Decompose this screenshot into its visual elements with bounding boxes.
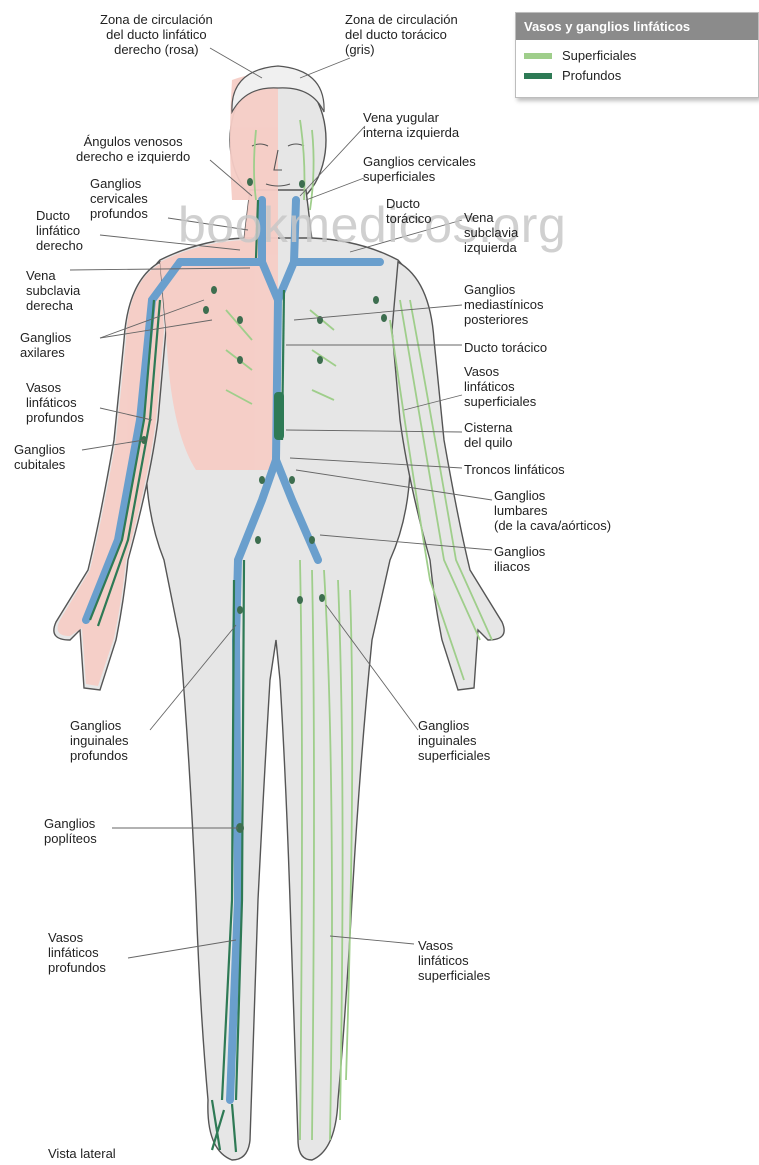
cisterna-chyli — [274, 392, 284, 440]
label-vasos-sup-pierna: Vasos linfáticos superficiales — [418, 938, 490, 983]
label-angulos-venosos: Ángulos venosos derecho e izquierdo — [76, 134, 190, 164]
legend: Vasos y ganglios linfáticos Superficiale… — [515, 12, 759, 98]
legend-item-superficial: Superficiales — [516, 46, 758, 66]
label-ducto-linfatico-derecho: Ducto linfático derecho — [36, 208, 83, 253]
label-zona-derecho: Zona de circulación del ducto linfático … — [100, 12, 213, 57]
label-ganglios-iliacos: Ganglios iliacos — [494, 544, 545, 574]
label-ganglios-axilares: Ganglios axilares — [20, 330, 71, 360]
legend-title: Vasos y ganglios linfáticos — [516, 13, 758, 40]
label-popliteos: Ganglios poplíteos — [44, 816, 97, 846]
label-cisterna: Cisterna del quilo — [464, 420, 512, 450]
label-ducto-toracico: Ducto torácico — [464, 340, 547, 355]
label-ganglios-cervicales-profundos: Ganglios cervicales profundos — [90, 176, 148, 221]
legend-label: Profundos — [562, 68, 621, 83]
label-vasos-profundos-brazo: Vasos linfáticos profundos — [26, 380, 84, 425]
legend-label: Superficiales — [562, 48, 636, 63]
label-vena-subclavia-derecha: Vena subclavia derecha — [26, 268, 80, 313]
label-troncos: Troncos linfáticos — [464, 462, 565, 477]
label-inguinales-profundos: Ganglios inguinales profundos — [70, 718, 129, 763]
label-ganglios-lumbares: Ganglios lumbares (de la cava/aórticos) — [494, 488, 611, 533]
label-ganglios-cubitales: Ganglios cubitales — [14, 442, 65, 472]
label-vena-yugular: Vena yugular interna izquierda — [363, 110, 459, 140]
label-ganglios-cervicales-sup: Ganglios cervicales superficiales — [363, 154, 476, 184]
label-zona-toracico: Zona de circulación del ducto torácico (… — [345, 12, 458, 57]
superficial-swatch — [524, 53, 552, 59]
label-vasos-profundos-pierna: Vasos linfáticos profundos — [48, 930, 106, 975]
label-vena-subclavia-izq: Vena subclavia izquierda — [464, 210, 518, 255]
legend-item-deep: Profundos — [516, 66, 758, 86]
deep-swatch — [524, 73, 552, 79]
label-ducto-toracico-top: Ducto torácico — [386, 196, 432, 226]
label-vasos-sup-brazo: Vasos linfáticos superficiales — [464, 364, 536, 409]
label-vista-lateral: Vista lateral — [48, 1146, 116, 1161]
label-inguinales-superficiales: Ganglios inguinales superficiales — [418, 718, 490, 763]
label-ganglios-mediastinicos: Ganglios mediastínicos posteriores — [464, 282, 543, 327]
